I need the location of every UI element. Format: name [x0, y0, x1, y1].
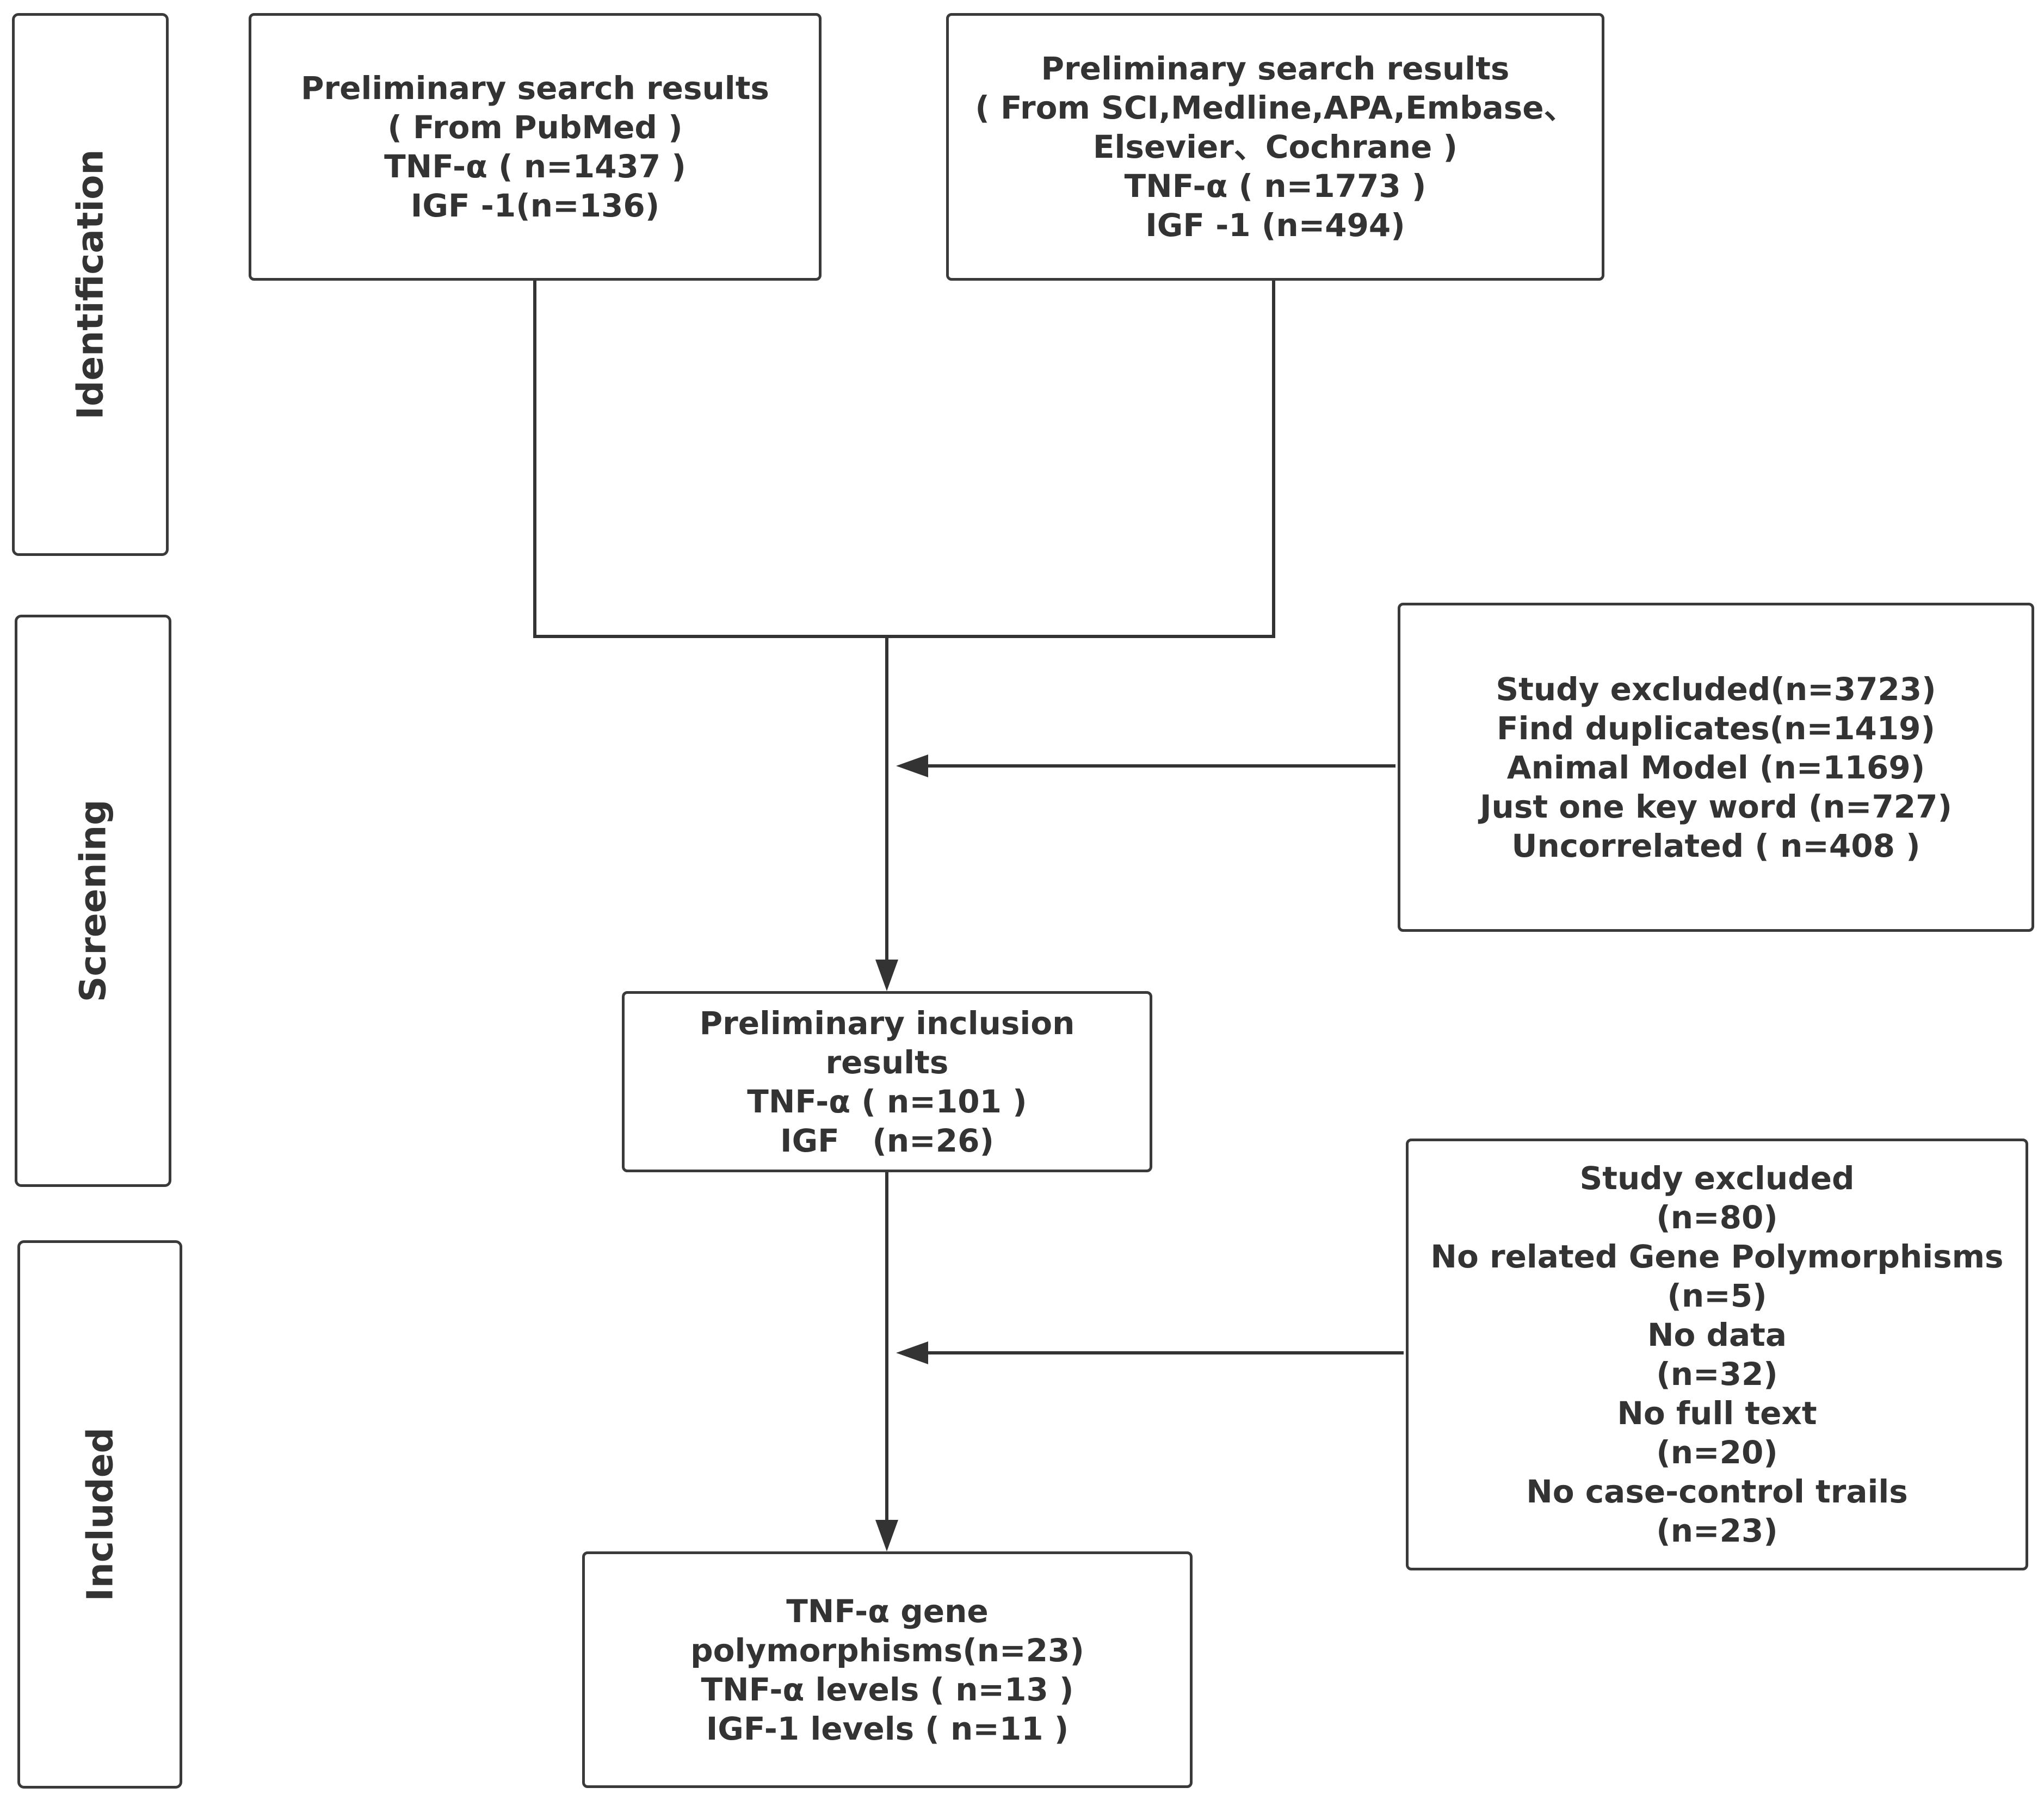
screening-exclusion-box: Study excluded(n=3723) Find duplicates(n… [1398, 603, 2034, 932]
eligibility-excluded-total: (n=80) [1656, 1199, 1778, 1236]
search-pubmed-title: Preliminary search results [301, 70, 769, 107]
inclusion-title-2: results [825, 1043, 949, 1081]
eligibility-no-case-control-count: (n=23) [1656, 1512, 1778, 1549]
eligibility-exclusion-box: Study excluded (n=80) No related Gene Po… [1406, 1139, 2028, 1570]
stage-included: Included [17, 1240, 182, 1789]
search-other-source-2: Elsevier、Cochrane ) [1092, 128, 1458, 165]
search-other-title: Preliminary search results [1041, 50, 1510, 87]
search-other-box: Preliminary search results ( From SCI,Me… [946, 13, 1604, 281]
eligibility-no-case-control-label: No case-control trails [1526, 1473, 1908, 1510]
search-pubmed-tnf-count: TNF-α ( n=1437 ) [384, 148, 686, 185]
screening-excluded-one-keyword: Just one key word (n=727) [1479, 788, 1953, 825]
eligibility-no-gene-count: (n=5) [1667, 1277, 1767, 1314]
arrowhead-to-final [875, 1520, 898, 1551]
search-pubmed-source: ( From PubMed ) [387, 109, 683, 146]
screening-excluded-uncorrelated: Uncorrelated ( n=408 ) [1511, 827, 1921, 864]
stage-identification-label: Identification [69, 149, 112, 420]
screening-excluded-animal-model: Animal Model (n=1169) [1506, 749, 1925, 786]
stage-screening-label: Screening [72, 799, 114, 1003]
eligibility-no-gene-label: No related Gene Polymorphisms [1430, 1238, 2004, 1275]
search-pubmed-igf-count: IGF -1(n=136) [410, 187, 660, 224]
inclusion-title-1: Preliminary inclusion [699, 1004, 1075, 1042]
arrowhead-to-inclusion [875, 960, 898, 991]
included-tnf-gene-count: polymorphisms(n=23) [690, 1631, 1084, 1669]
eligibility-no-data-count: (n=32) [1656, 1356, 1778, 1393]
search-other-source-1: ( From SCI,Medline,APA,Embase、 [975, 89, 1576, 126]
eligibility-no-full-text-label: No full text [1617, 1395, 1817, 1432]
screening-excluded-total: Study excluded(n=3723) [1496, 670, 1936, 708]
arrowhead-screening-exclusion [896, 754, 928, 777]
eligibility-no-full-text-count: (n=20) [1656, 1434, 1778, 1471]
eligibility-no-data-label: No data [1647, 1316, 1787, 1353]
inclusion-igf-count: IGF (n=26) [780, 1122, 994, 1159]
stage-screening: Screening [15, 615, 171, 1187]
included-igf-levels: IGF-1 levels ( n=11 ) [706, 1710, 1069, 1747]
preliminary-inclusion-box: Preliminary inclusion results TNF-α ( n=… [622, 991, 1152, 1172]
eligibility-excluded-title: Study excluded [1579, 1160, 1855, 1197]
stage-included-label: Included [79, 1427, 121, 1601]
stage-identification: Identification [12, 13, 169, 556]
search-pubmed-box: Preliminary search results ( From PubMed… [249, 13, 822, 281]
inclusion-tnf-count: TNF-α ( n=101 ) [747, 1083, 1027, 1120]
search-other-igf-count: IGF -1 (n=494) [1145, 207, 1405, 244]
screening-excluded-duplicates: Find duplicates(n=1419) [1496, 709, 1936, 747]
included-final-box: TNF-α gene polymorphisms(n=23) TNF-α lev… [582, 1551, 1193, 1788]
arrowhead-eligibility-exclusion [896, 1341, 928, 1364]
included-tnf-levels: TNF-α levels ( n=13 ) [701, 1671, 1074, 1708]
search-other-tnf-count: TNF-α ( n=1773 ) [1124, 168, 1427, 205]
included-tnf-gene-label: TNF-α gene [786, 1592, 989, 1630]
